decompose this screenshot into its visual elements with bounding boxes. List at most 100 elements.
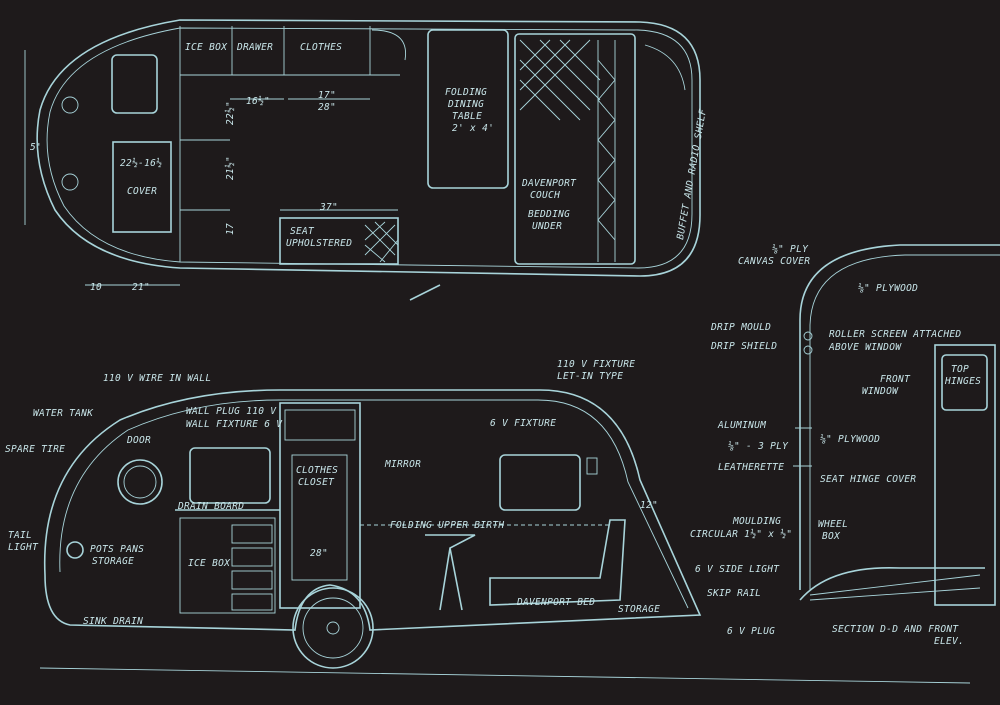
closet-door	[291, 454, 348, 581]
label-front-window-1: FRONT	[880, 374, 911, 385]
plan-outline	[36, 19, 701, 277]
label-d28: 28"	[310, 548, 328, 559]
closet-top	[284, 409, 356, 441]
dim-17-label: 17"	[318, 90, 336, 101]
label-moulding-1: MOULDING	[732, 516, 781, 527]
label-seat-1: SEAT	[290, 226, 315, 237]
label-roller-1: ROLLER SCREEN ATTACHED	[829, 329, 961, 340]
section-floor	[809, 574, 981, 601]
sink	[111, 54, 158, 114]
dim-5-label: 5'	[30, 142, 42, 153]
label-closet-1: CLOTHES	[296, 465, 338, 476]
label-water-tank: WATER TANK	[33, 408, 94, 419]
dim-28-label: 28"	[318, 102, 336, 113]
davenport-bed	[489, 519, 626, 606]
folding-table-elev	[425, 534, 476, 611]
spare-tire-inner	[123, 465, 157, 499]
label-canvas-cover: CANVAS COVER	[738, 256, 810, 267]
elevation-body	[43, 389, 702, 631]
label-moulding-2: CIRCULAR 1½" x ½"	[690, 529, 792, 540]
label-davenport-1: DAVENPORT	[521, 178, 577, 189]
label-seat-hinge: SEAT HINGE COVER	[820, 474, 916, 485]
window-left	[189, 447, 271, 504]
label-light: LIGHT	[8, 542, 39, 553]
seat-pattern	[364, 221, 399, 263]
label-upper-berth: FOLDING UPPER BIRTH	[390, 520, 504, 531]
label-tail: TAIL	[8, 530, 32, 541]
dim-37-label: 37"	[319, 202, 338, 213]
label-roller-2: ABOVE WINDOW	[828, 342, 902, 353]
label-storage-left: STORAGE	[92, 556, 134, 567]
plan-inner-wall	[46, 27, 693, 269]
section-roof	[799, 244, 1000, 590]
label-davenport-3: BEDDING	[528, 209, 570, 220]
couch-back	[597, 40, 616, 262]
dim-21-label: 21½"	[225, 156, 236, 180]
dim-17b-label: 17	[225, 223, 236, 235]
label-ice-box-elev: ICE BOX	[188, 558, 231, 569]
label-wheel-box-2: BOX	[822, 531, 841, 542]
label-table-2: DINING	[447, 99, 484, 110]
label-d12: 12"	[640, 500, 658, 511]
label-ply-3: ⅛" - 3 PLY	[728, 441, 789, 452]
wheel	[292, 587, 374, 669]
label-closet-2: CLOSET	[298, 477, 335, 488]
floor-plan-labels: ICE BOX DRAWER CLOTHES FOLDING DINING TA…	[30, 42, 709, 293]
elevation-inner	[59, 399, 689, 609]
label-cover: COVER	[127, 186, 157, 197]
label-fixture-110-2: LET-IN TYPE	[557, 371, 623, 382]
ground-line	[39, 667, 971, 684]
label-front-window-2: WINDOW	[862, 386, 899, 397]
label-wheel-box-1: WHEEL	[818, 519, 848, 530]
label-davenport-bed: DAVENPORT BED	[516, 597, 595, 608]
entry-step	[409, 284, 441, 301]
drawer-2	[231, 547, 273, 567]
label-wire: 110 V WIRE IN WALL	[103, 373, 211, 384]
front-wall	[934, 344, 996, 606]
wheel-inner	[302, 597, 364, 659]
label-fixture-110-1: 110 V FIXTURE	[557, 359, 635, 370]
label-storage-right: STORAGE	[618, 604, 660, 615]
label-clothes: CLOTHES	[300, 42, 342, 53]
dim-10-label: 10	[90, 282, 102, 293]
drip-shield-point	[803, 345, 813, 355]
dim-22-label: 22½"	[225, 101, 236, 125]
label-plywood-mid: ⅛" PLYWOOD	[820, 434, 880, 445]
fixture-6v	[586, 457, 598, 475]
label-sink-drain: SINK DRAIN	[83, 616, 143, 627]
icebox-frame	[179, 517, 276, 614]
label-spare-tire: SPARE TIRE	[5, 444, 65, 455]
section-roof-inner	[809, 254, 1000, 590]
label-top-hinges-2: HINGES	[944, 376, 981, 387]
label-side-light: 6 V SIDE LIGHT	[695, 564, 780, 575]
label-drain-board: DRAIN BOARD	[177, 501, 244, 512]
label-pots-pans: POTS PANS	[90, 544, 144, 555]
label-aluminum: ALUMINUM	[717, 420, 766, 431]
label-wall-plug: WALL PLUG 110 V	[186, 406, 277, 417]
section-labels: ⅛" PLY CANVAS COVER ⅛" PLYWOOD DRIP MOUL…	[710, 244, 981, 647]
partition	[179, 75, 230, 262]
drip-mould-point	[803, 331, 813, 341]
window-right	[499, 454, 581, 511]
label-davenport-4: UNDER	[532, 221, 562, 232]
spare-tire	[117, 459, 163, 505]
side-elevation-labels: 110 V WIRE IN WALL WATER TANK WALL PLUG …	[5, 359, 792, 637]
drawer-3	[231, 570, 273, 590]
label-top-hinges-1: TOP	[951, 364, 969, 375]
dim-21b-label: 21"	[132, 282, 150, 293]
label-mirror: MIRROR	[384, 459, 421, 470]
closet-frame	[279, 402, 361, 609]
label-caption-2: ELEV.	[934, 636, 964, 647]
wheel-box-arc	[799, 566, 985, 601]
label-canvas-ply: ⅛" PLY	[772, 244, 809, 255]
upholstered-seat	[279, 217, 399, 265]
label-cover-size: 22½-16½	[120, 158, 162, 169]
folding-table	[427, 29, 509, 189]
label-drawer: DRAWER	[236, 42, 273, 53]
side-elevation	[39, 389, 971, 684]
front-window	[941, 354, 988, 411]
label-drip-mould: DRIP MOULD	[710, 322, 771, 333]
plan-wheel-mark-1	[61, 96, 79, 114]
tail-light	[66, 541, 84, 559]
